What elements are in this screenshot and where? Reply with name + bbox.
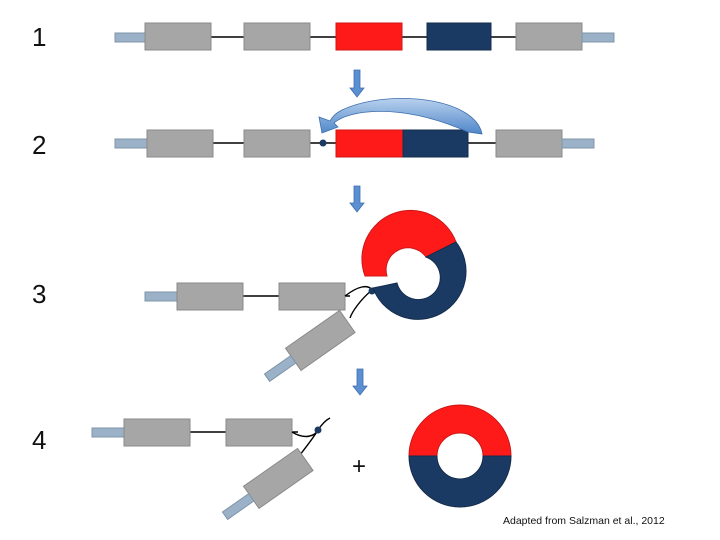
exon-gray — [144, 22, 212, 51]
flank-stub-left — [91, 427, 125, 438]
angled-exon-group — [263, 309, 356, 383]
flank-stub-left — [114, 32, 146, 43]
exon-gray — [123, 418, 191, 447]
exon-gray — [284, 309, 356, 372]
exon-red — [335, 129, 404, 158]
plus-sign: + — [352, 453, 366, 480]
angled-exon-group — [221, 447, 314, 521]
step-3-label: 3 — [32, 279, 46, 309]
down-arrow-icon — [349, 69, 365, 98]
row-3-circularization — [144, 209, 467, 383]
step-1-label: 1 — [32, 22, 46, 52]
exon-navy — [426, 22, 492, 51]
circrna-red-segment — [361, 209, 457, 277]
exon-gray — [242, 447, 314, 510]
exon-gray — [278, 282, 346, 311]
intron-tail — [291, 417, 331, 438]
intron-loop — [349, 289, 373, 319]
circrna-red-half — [408, 404, 512, 457]
exon-gray — [225, 418, 293, 447]
down-arrow-icon — [349, 185, 365, 213]
exon-gray — [495, 129, 563, 158]
flank-stub-left — [144, 291, 178, 302]
row-1-pre-mrna — [114, 22, 615, 51]
exon-gray — [515, 22, 583, 51]
step-4-label: 4 — [32, 425, 46, 455]
exon-gray — [243, 22, 311, 51]
flank-stub-right — [581, 32, 615, 43]
exon-gray — [243, 129, 311, 158]
circrna-navy-segment — [372, 241, 467, 320]
step-2-label: 2 — [32, 130, 46, 160]
row-4-products: + — [91, 404, 512, 521]
flank-stub-right — [561, 138, 595, 149]
exon-navy — [402, 129, 469, 158]
exon-red — [335, 22, 403, 51]
intron-loop — [344, 285, 373, 297]
back-splice-arrow-icon — [318, 98, 483, 135]
flank-stub — [263, 354, 297, 383]
flank-stub-left — [114, 138, 148, 149]
source-credit: Adapted from Salzman et al., 2012 — [503, 515, 665, 527]
row-2-back-splicing — [114, 98, 595, 158]
flank-stub — [221, 492, 255, 521]
down-arrow-icon — [352, 368, 368, 396]
circrna-navy-half — [408, 455, 512, 508]
exon-gray — [176, 282, 244, 311]
intron-tail — [299, 429, 319, 456]
splice-site-dot — [314, 426, 322, 434]
splice-site-dot — [319, 139, 327, 147]
exon-gray — [146, 129, 214, 158]
